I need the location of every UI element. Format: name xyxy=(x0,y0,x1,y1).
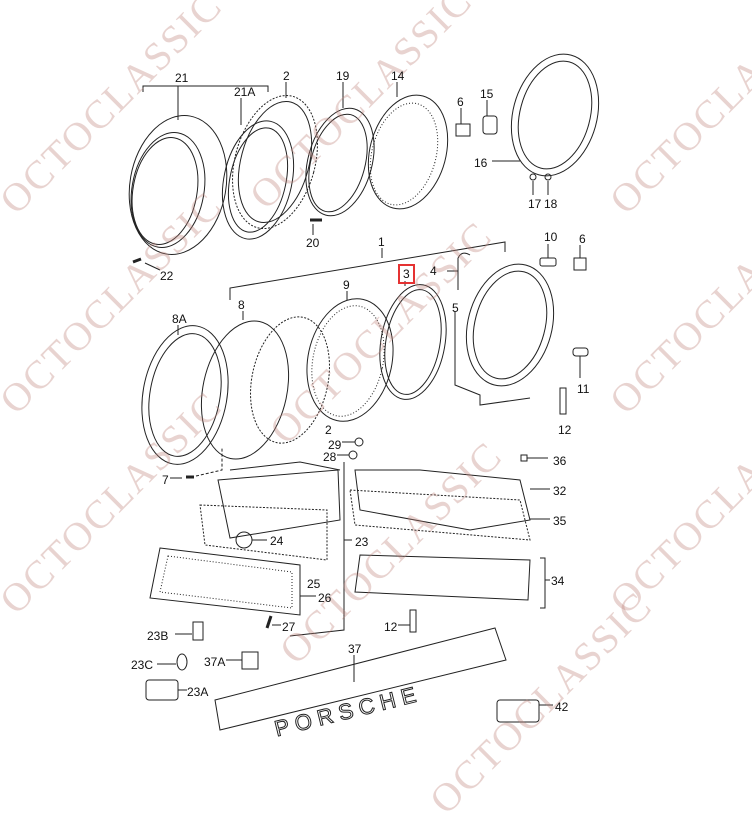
callout-part-8a[interactable]: 8A xyxy=(172,312,187,326)
callout-part-25[interactable]: 25 xyxy=(307,577,321,591)
diagram-drawing: PORSCHE xyxy=(128,53,600,742)
part-2-gasket xyxy=(232,95,318,229)
callout-part-15[interactable]: 15 xyxy=(480,87,494,101)
part-18-washer xyxy=(544,173,552,181)
callout-part-23c[interactable]: 23C xyxy=(131,658,154,672)
part-11-bulb xyxy=(572,347,589,357)
callout-part-6[interactable]: 6 xyxy=(579,232,586,246)
part-16-housing xyxy=(510,53,600,177)
part-29-nut xyxy=(354,437,364,447)
part-2-gasket-b xyxy=(250,316,330,444)
part-6-socket-b xyxy=(573,257,587,271)
callout-part-2[interactable]: 2 xyxy=(283,69,290,83)
callout-part-9[interactable]: 9 xyxy=(343,278,350,292)
callout-part-8[interactable]: 8 xyxy=(238,298,245,312)
part-42-sidemarker xyxy=(496,699,540,723)
part-24-bulb xyxy=(235,531,253,549)
callout-part-3[interactable]: 3 xyxy=(398,264,415,284)
callout-part-23b[interactable]: 23B xyxy=(147,629,169,643)
callout-part-14[interactable]: 14 xyxy=(391,69,405,83)
part-3-gasket xyxy=(379,284,447,400)
part-12-bolt-b xyxy=(409,609,417,633)
callout-part-22[interactable]: 22 xyxy=(160,269,174,283)
part-23-housing xyxy=(217,469,341,539)
part-8-ring xyxy=(200,320,290,460)
part-25-gasket xyxy=(199,504,328,561)
callout-part-18[interactable]: 18 xyxy=(544,197,558,211)
callout-part-29[interactable]: 29 xyxy=(328,438,342,452)
callout-part-23a[interactable]: 23A xyxy=(187,685,209,699)
part-8A-trim xyxy=(141,325,229,465)
part-21-shell xyxy=(128,115,228,255)
callout-part-5[interactable]: 5 xyxy=(452,301,459,315)
callout-part-6[interactable]: 6 xyxy=(457,95,464,109)
callout-part-11[interactable]: 11 xyxy=(577,382,590,396)
callout-part-27[interactable]: 27 xyxy=(282,620,296,634)
callout-part-1[interactable]: 1 xyxy=(378,235,385,249)
callout-part-21a[interactable]: 21A xyxy=(234,85,256,99)
callout-part-19[interactable]: 19 xyxy=(336,69,350,83)
part-5-reflector xyxy=(465,263,555,387)
callout-part-24[interactable]: 24 xyxy=(270,534,284,548)
part-21A-ring xyxy=(221,120,295,240)
callout-part-20[interactable]: 20 xyxy=(306,236,320,250)
part-12-bolt xyxy=(559,387,567,415)
callout-part-12[interactable]: 12 xyxy=(384,620,398,634)
part-37A-clip xyxy=(241,651,259,670)
callout-part-17[interactable]: 17 xyxy=(528,197,542,211)
part-32-housing xyxy=(354,469,531,531)
part-23C-bulb xyxy=(176,653,188,671)
callout-part-4[interactable]: 4 xyxy=(430,264,437,278)
part-35-gasket xyxy=(349,489,531,541)
callout-part-36[interactable]: 36 xyxy=(553,454,567,468)
callout-part-28[interactable]: 28 xyxy=(323,450,337,464)
part-19-ring xyxy=(305,107,375,217)
callout-part-23[interactable]: 23 xyxy=(355,535,369,549)
part-37-porsche-strip xyxy=(214,627,507,731)
callout-part-16[interactable]: 16 xyxy=(474,156,488,170)
callout-part-12[interactable]: 12 xyxy=(558,423,572,437)
part-26-lens xyxy=(149,547,301,616)
part-10-bulb xyxy=(539,257,557,267)
callout-part-10[interactable]: 10 xyxy=(544,230,558,244)
part-23A-sidemarker xyxy=(145,679,179,701)
part-23B-socket xyxy=(192,621,204,641)
callout-part-32[interactable]: 32 xyxy=(553,484,567,498)
part-9-lens xyxy=(306,298,394,422)
callout-part-37a[interactable]: 37A xyxy=(204,655,226,669)
part-6-socket xyxy=(455,123,471,137)
part-34-reflector xyxy=(354,554,531,601)
bracket-1 xyxy=(229,241,506,300)
callout-part-26[interactable]: 26 xyxy=(318,591,332,605)
bracket-21 xyxy=(142,85,269,92)
porsche-lettering: PORSCHE xyxy=(272,681,424,742)
callout-part-2[interactable]: 2 xyxy=(325,423,332,437)
callout-part-34[interactable]: 34 xyxy=(551,574,565,588)
callout-part-37[interactable]: 37 xyxy=(348,642,362,656)
part-28-nut xyxy=(348,450,358,460)
part-36-clip xyxy=(520,454,528,462)
part-14-sealed-beam xyxy=(367,94,449,210)
callout-part-42[interactable]: 42 xyxy=(555,700,569,714)
callout-part-21[interactable]: 21 xyxy=(175,71,189,85)
callout-part-35[interactable]: 35 xyxy=(553,514,567,528)
part-17-screw xyxy=(529,173,537,181)
callout-part-7[interactable]: 7 xyxy=(162,473,169,487)
part-15-clip xyxy=(482,115,498,135)
